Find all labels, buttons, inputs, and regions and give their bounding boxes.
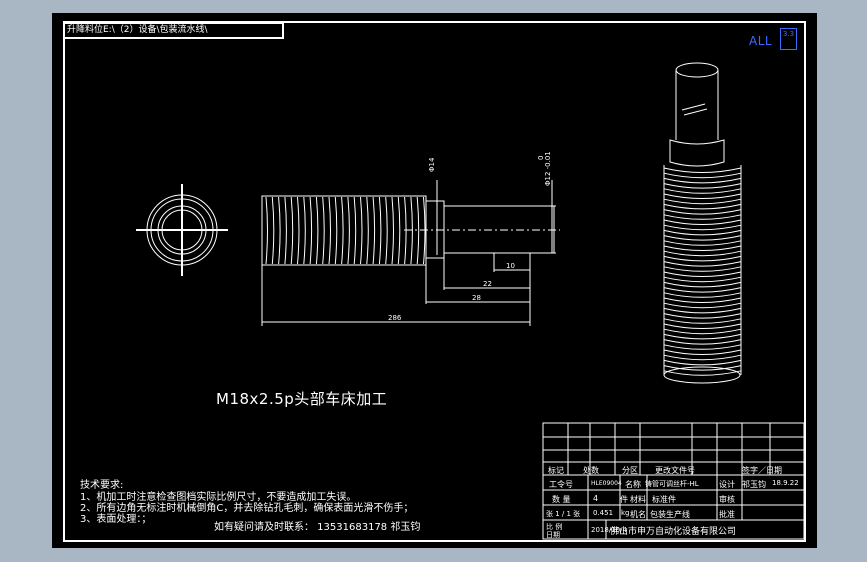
thread-section: [261, 195, 560, 266]
tb-sheet-label: 张 1 / 1 张: [546, 510, 581, 518]
tb-work-no-label: 工令号: [549, 480, 573, 489]
dim-d14: Φ14: [428, 157, 436, 172]
tb-machine: 包装生产线: [650, 510, 690, 519]
tb-machine-label: 机名: [630, 510, 646, 519]
dim-d12-tol: 0: [537, 156, 545, 160]
notes-line-2: 2、所有边角无标注时机械倒角C，并去除钻孔毛刺，确保表面光滑不伤手；: [80, 503, 414, 514]
tb-sign-date-label: 签字／日期: [742, 466, 782, 475]
dim-d12: Φ12 -0.01: [544, 151, 552, 186]
notes-line-3: 3、表面处理：；: [80, 514, 152, 525]
end-view: [136, 184, 228, 276]
view-cube-icon[interactable]: 3.3: [780, 28, 797, 50]
isometric-part: [663, 62, 742, 384]
dimensions: [261, 180, 556, 326]
notes-line-1: 1、机加工时注意检查图档实际比例尺寸，不要造成加工失误。: [80, 492, 357, 503]
file-path-bar: 升降料位E:\（2）设备\包装流水线\: [63, 22, 284, 39]
dim-286: 286: [388, 314, 402, 322]
tb-count-label: 处数: [583, 466, 599, 475]
view-cube-label[interactable]: ALL: [749, 34, 773, 48]
tb-date: 2018/10/4: [591, 526, 627, 534]
tb-qty: 4: [593, 494, 599, 503]
tb-date-label: 日期: [546, 531, 560, 539]
dim-10: 10: [506, 262, 515, 270]
tb-review-label: 审核: [719, 495, 735, 504]
view-scale-text: 3.3: [782, 30, 795, 38]
tb-design-label: 设计: [719, 480, 735, 489]
file-path-text: 升降料位E:\（2）设备\包装流水线\: [67, 25, 208, 35]
tb-material: 标准件: [652, 495, 676, 504]
tb-design-date: 18.9.22: [772, 479, 799, 487]
part-caption: M18x2.5p头部车床加工: [216, 390, 388, 408]
tb-designer: 祁玉钧: [742, 480, 766, 489]
tb-qty-unit: 件: [620, 495, 628, 504]
drawing-frame: [63, 21, 806, 542]
dim-22: 22: [483, 280, 492, 288]
tb-company: 佛山市申万自动化设备有限公司: [610, 527, 737, 537]
tb-approve-label: 批准: [719, 510, 735, 519]
tb-doc-label: 更改文件号: [655, 466, 695, 475]
title-block-grid: [542, 422, 805, 540]
tb-weight: 0.451: [593, 509, 614, 517]
drawing-canvas[interactable]: [52, 13, 817, 548]
tb-mark-label: 标记: [548, 466, 564, 475]
tb-material-label: 材料: [630, 495, 646, 504]
dim-28: 28: [472, 294, 481, 302]
tb-zone-label: 分区: [622, 466, 638, 475]
contact-line: 如有疑问请及时联系： 13531683178 祁玉钧: [214, 522, 421, 533]
notes-heading: 技术要求:: [80, 480, 124, 491]
tb-name-label: 名称: [625, 480, 641, 489]
tb-work-no: HLE09004: [591, 480, 622, 487]
tb-weight-unit: kg: [621, 509, 630, 517]
tb-qty-label: 数 量: [552, 495, 571, 504]
tb-name: 铸管可调丝杆-HL: [645, 480, 699, 488]
tb-scale-label: 比 例: [546, 523, 563, 531]
